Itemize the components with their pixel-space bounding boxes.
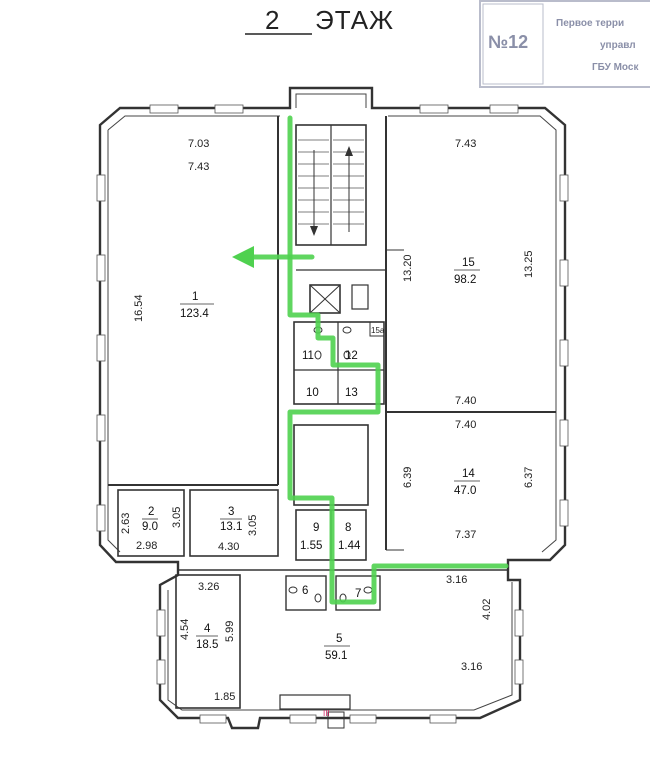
room-1-number: 1 — [192, 291, 198, 303]
stamp-line3: ГБУ Моск — [592, 62, 639, 73]
room-4-area: 18.5 — [196, 639, 218, 651]
room-5-number: 5 — [336, 633, 342, 645]
dim-6-39: 6.39 — [402, 467, 414, 488]
dim-7-43-right: 7.43 — [455, 138, 476, 150]
room-7-number: 7 — [355, 588, 361, 600]
registry-stamp: №12 Первое терри управл ГБУ Моск — [479, 0, 650, 88]
room-3-area: 13.1 — [220, 521, 242, 533]
room-8-dim: 1.44 — [338, 540, 361, 552]
room-15a-number: 15a — [371, 326, 385, 335]
room-2-area: 9.0 — [142, 521, 158, 533]
dim-7-43-left: 7.43 — [188, 161, 209, 173]
outer-walls — [98, 86, 567, 730]
room-9-dim: 1.55 — [300, 540, 322, 552]
stamp-line2: управл — [600, 40, 636, 51]
dimension-labels: 7.03 7.43 16.54 7.43 13.20 13.25 7.40 7.… — [120, 138, 535, 718]
floor-title: 2 ЭТАЖ — [245, 5, 394, 35]
dim-7-40-lower: 7.40 — [455, 419, 476, 431]
room-15-number: 15 — [462, 257, 475, 269]
room-4-number: 4 — [204, 623, 211, 635]
dim-13-25: 13.25 — [523, 250, 535, 278]
dim-16-54: 16.54 — [133, 294, 145, 322]
room-5-area: 59.1 — [325, 650, 347, 662]
dim-4-02: 4.02 — [481, 599, 493, 620]
room-13-number: 13 — [345, 387, 358, 399]
dim-2-98: 2.98 — [136, 540, 157, 552]
dim-5-99: 5.99 — [224, 621, 236, 642]
room-labels: 1 123.4 2 9.0 3 13.1 4 18.5 5 59.1 6 7 8… — [142, 257, 480, 662]
dim-1-85: 1.85 — [214, 691, 235, 703]
room-11-number: 11 — [302, 350, 314, 362]
room-6-number: 6 — [302, 585, 308, 597]
windows — [96, 104, 569, 724]
dim-13-20: 13.20 — [402, 254, 414, 282]
evacuation-route — [232, 115, 509, 605]
room-2-number: 2 — [148, 506, 154, 518]
room-14-area: 47.0 — [454, 485, 476, 497]
dim-3-05-room2: 3.05 — [171, 507, 183, 528]
room-15-area: 98.2 — [454, 274, 476, 286]
dim-6-37: 6.37 — [523, 467, 535, 488]
stamp-line1: Первое терри — [556, 18, 624, 29]
dim-3-05-room3: 3.05 — [247, 515, 259, 536]
stamp-number: №12 — [488, 32, 528, 52]
dim-3-26: 3.26 — [198, 581, 219, 593]
room-10-number: 10 — [306, 387, 319, 399]
room-12-number: 12 — [345, 350, 358, 362]
dim-3-16-top: 3.16 — [446, 574, 467, 586]
interior-walls — [108, 116, 556, 729]
room-3-number: 3 — [228, 506, 234, 518]
stair-mark: III — [323, 709, 330, 718]
dim-2-63: 2.63 — [120, 513, 132, 534]
room-14-number: 14 — [462, 468, 475, 480]
dim-7-40-upper: 7.40 — [455, 395, 476, 407]
dim-4-54: 4.54 — [179, 619, 191, 640]
route-arrow-icon — [232, 246, 254, 268]
dim-3-16-bottom: 3.16 — [461, 661, 482, 673]
room-1-area: 123.4 — [180, 308, 209, 320]
floor-number: 2 — [265, 5, 280, 35]
dim-7-37: 7.37 — [455, 529, 476, 541]
dim-7-03: 7.03 — [188, 138, 209, 150]
floor-word: ЭТАЖ — [315, 5, 394, 35]
room-8-number: 8 — [345, 522, 351, 534]
dim-4-30: 4.30 — [218, 541, 239, 553]
room-9-number: 9 — [313, 522, 319, 534]
